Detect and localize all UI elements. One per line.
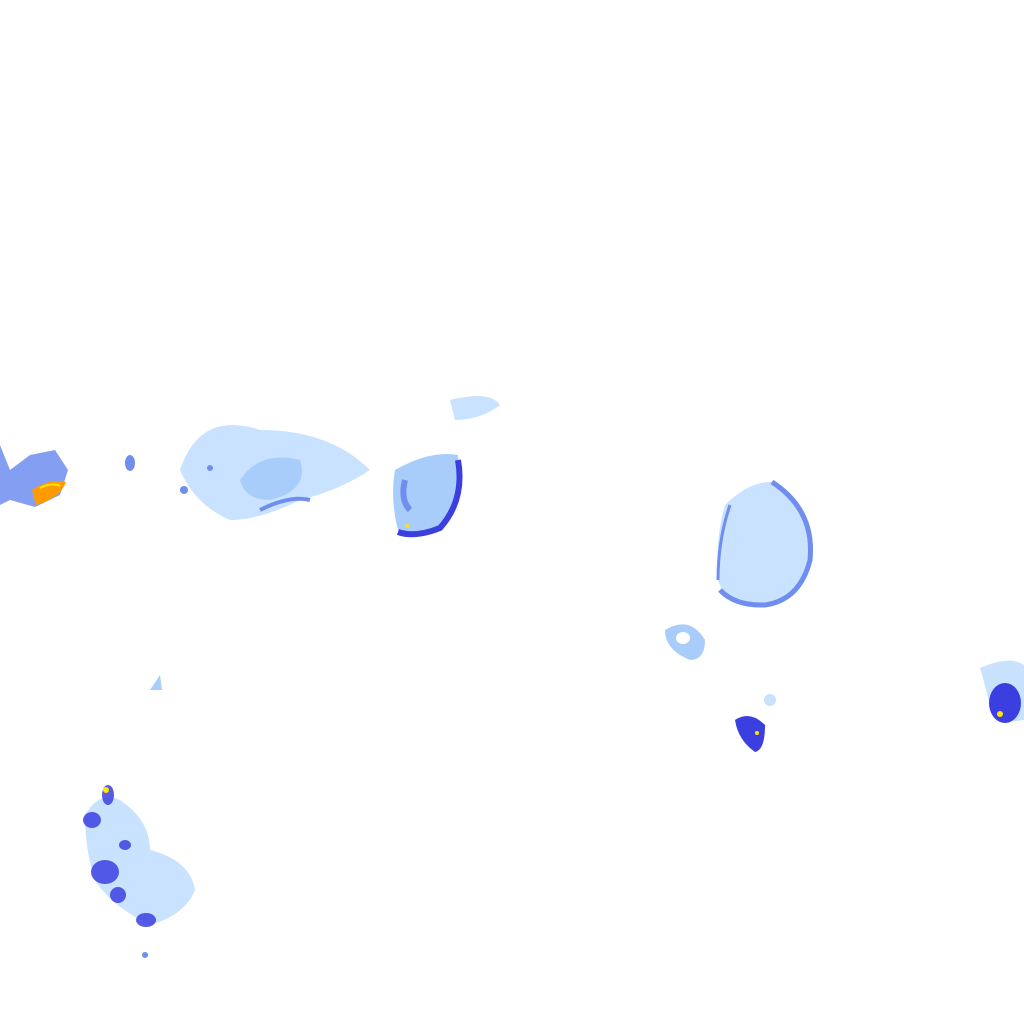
rain-cell (717, 481, 811, 605)
rain-cell (180, 486, 188, 494)
rain-cell-edge (716, 504, 732, 581)
rain-cell (450, 396, 500, 420)
rain-cell (207, 465, 213, 471)
rain-cell (989, 683, 1021, 723)
rain-cell (119, 840, 131, 850)
rain-cell (142, 952, 148, 958)
rain-cell-core (103, 787, 109, 793)
rain-cell-core (997, 711, 1003, 717)
rain-cell (240, 457, 302, 500)
rain-cell-edge (718, 479, 814, 608)
rain-cell-core (39, 483, 61, 489)
rain-cell-core (755, 731, 759, 735)
rain-cell (136, 913, 156, 927)
rain-cell-gap (676, 632, 690, 644)
rain-cell (125, 455, 135, 471)
rain-cell-edge (400, 479, 413, 513)
rain-cell-core (405, 524, 409, 528)
rain-cell (110, 887, 126, 903)
rain-cell (393, 454, 459, 534)
rain-cell (764, 694, 776, 706)
rain-cell-edge (259, 496, 311, 512)
rain-cell-edge (397, 459, 463, 538)
rain-cell (91, 860, 119, 884)
rain-cell (150, 675, 162, 690)
rain-cell (83, 812, 101, 828)
rain-cell (735, 716, 765, 752)
rain-cell (0, 445, 68, 507)
